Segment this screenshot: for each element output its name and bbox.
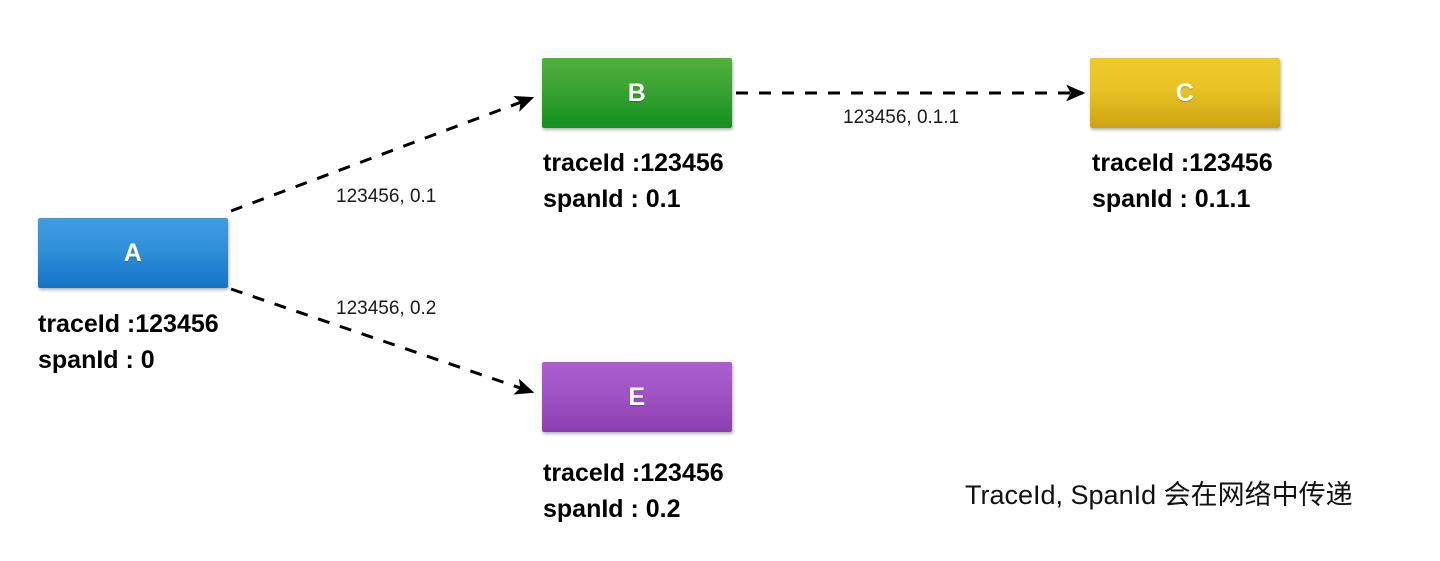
- node-a-traceid: traceId :123456: [38, 310, 219, 338]
- node-c-spanid: spanId : 0.1.1: [1092, 184, 1251, 213]
- node-e[interactable]: E: [542, 362, 732, 432]
- node-b-metadata: traceId :123456 spanId : 0.1: [543, 146, 724, 217]
- node-a[interactable]: A: [38, 218, 228, 288]
- node-c-letter: C: [1175, 78, 1195, 107]
- node-b-spanid: spanId : 0.1: [543, 184, 681, 213]
- node-e-traceid: traceId :123456: [543, 459, 724, 487]
- edge-label-a-to-b: 123456, 0.1: [336, 186, 437, 207]
- node-e-spanid: spanId : 0.2: [543, 494, 681, 523]
- node-c-metadata: traceId :123456 spanId : 0.1.1: [1092, 146, 1273, 217]
- node-a-letter: A: [123, 238, 143, 267]
- node-c[interactable]: C: [1090, 58, 1280, 128]
- node-a-spanid: spanId : 0: [38, 345, 155, 374]
- node-b-letter: B: [627, 78, 647, 107]
- node-b[interactable]: B: [542, 58, 732, 128]
- diagram-caption: TraceId, SpanId 会在网络中传递: [965, 480, 1353, 510]
- node-e-letter: E: [628, 382, 646, 411]
- node-a-metadata: traceId :123456 spanId : 0: [38, 307, 219, 378]
- node-e-metadata: traceId :123456 spanId : 0.2: [543, 456, 724, 527]
- node-b-traceid: traceId :123456: [543, 149, 724, 177]
- edge-label-b-to-c: 123456, 0.1.1: [843, 107, 960, 128]
- node-c-traceid: traceId :123456: [1092, 149, 1273, 177]
- edge-label-a-to-e: 123456, 0.2: [336, 298, 437, 319]
